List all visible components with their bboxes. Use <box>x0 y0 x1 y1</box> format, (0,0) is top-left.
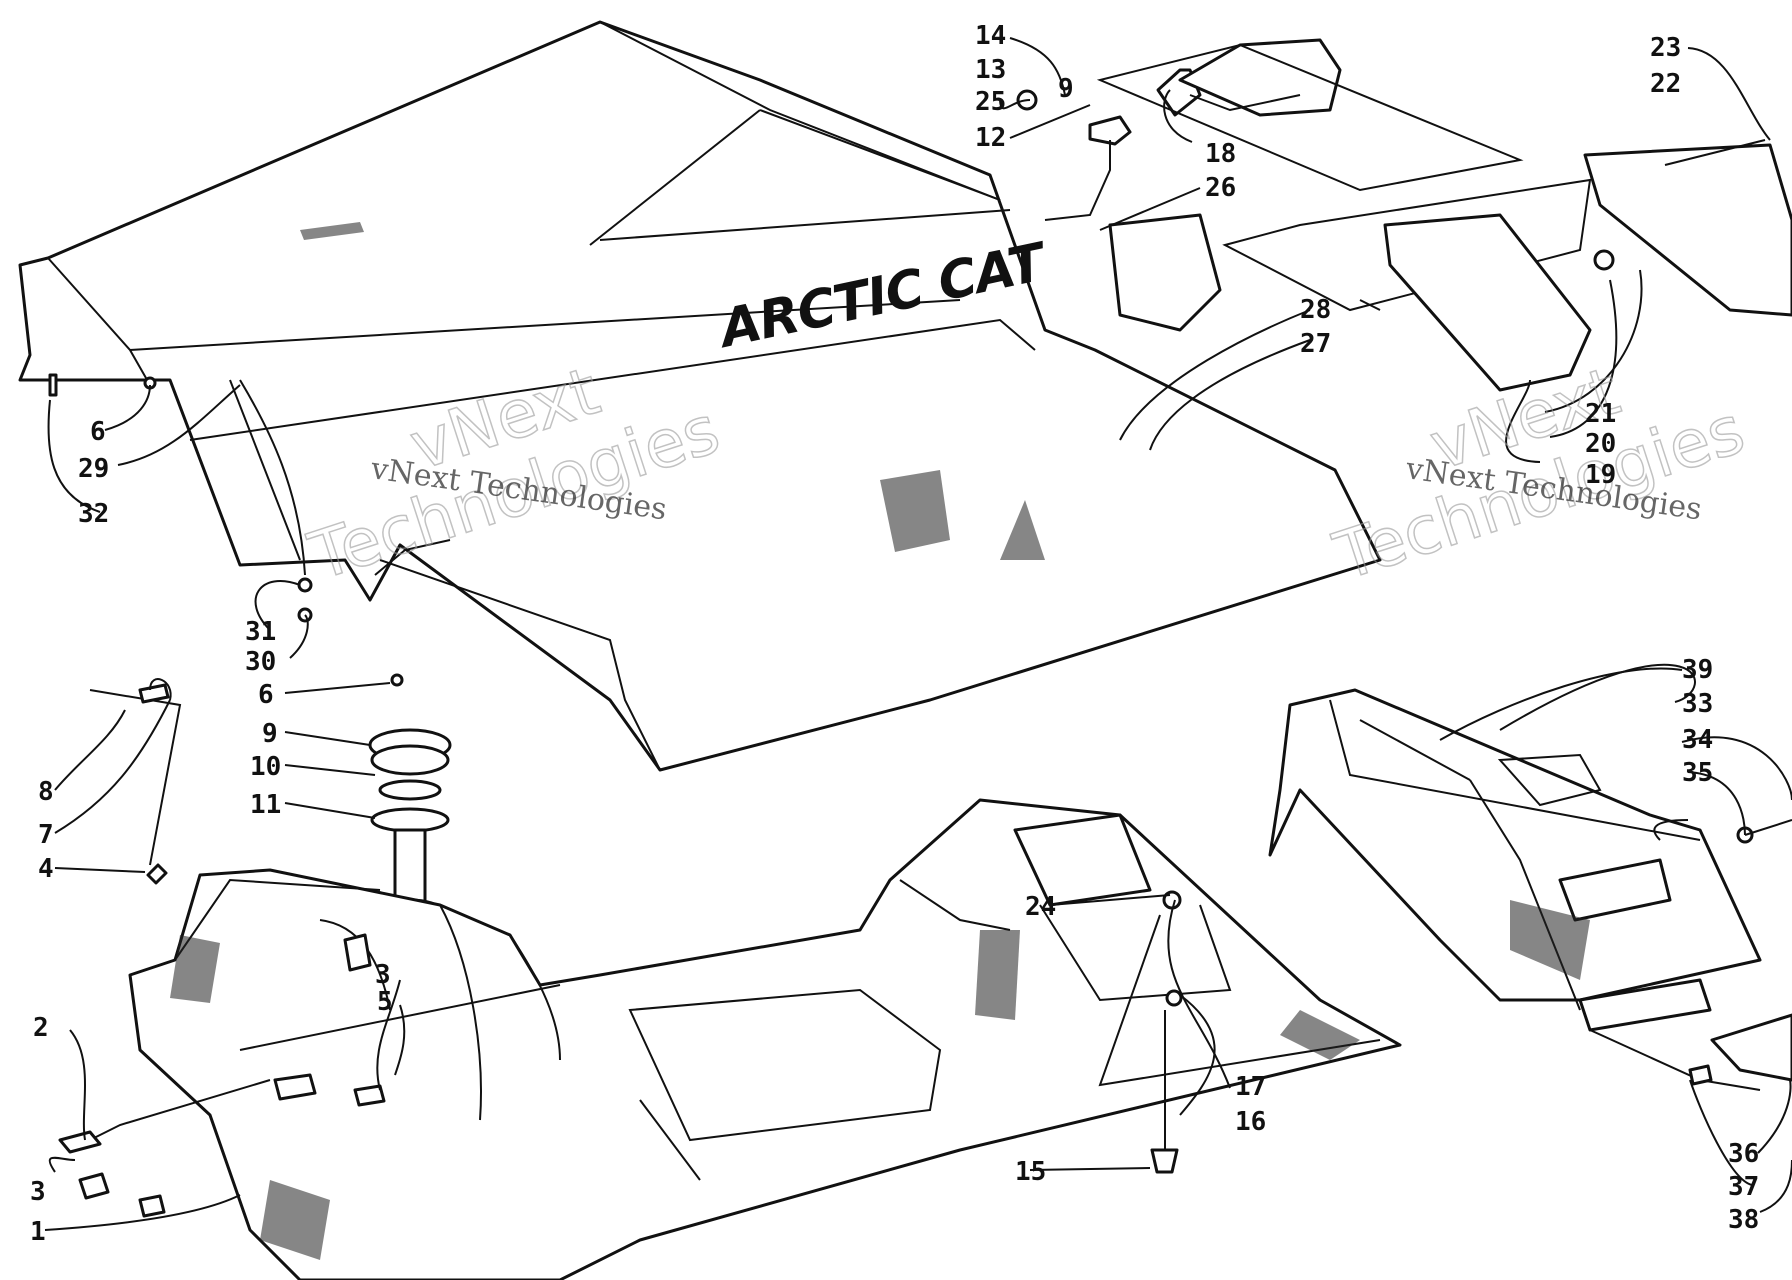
callout-19: 19 <box>1585 460 1616 490</box>
gas-cap-stack <box>368 728 452 922</box>
fuel-tank-base <box>58 678 1402 1280</box>
callout-28: 28 <box>1300 295 1331 325</box>
callout-7: 7 <box>38 820 54 850</box>
callout-16: 16 <box>1235 1107 1266 1137</box>
callout-31: 31 <box>245 617 276 647</box>
callout-23: 23 <box>1650 33 1681 63</box>
hardware-upper <box>1016 38 1792 392</box>
callout-27: 27 <box>1300 329 1331 359</box>
callout-29: 29 <box>78 454 109 484</box>
callout-20: 20 <box>1585 429 1616 459</box>
callout-13: 13 <box>975 55 1006 85</box>
rear-cover-assembly <box>1268 688 1792 1091</box>
callout-33: 33 <box>1682 689 1713 719</box>
callout-6b: 6 <box>258 680 274 710</box>
callout-37: 37 <box>1728 1172 1759 1202</box>
callout-38: 38 <box>1728 1205 1759 1235</box>
callout-labels: 1 2 3 3 4 5 6 6 7 8 9 9 10 11 12 13 14 1… <box>30 21 1759 1247</box>
callout-8: 8 <box>38 777 54 807</box>
callout-9b: 9 <box>1058 74 1074 104</box>
callout-15: 15 <box>1015 1157 1046 1187</box>
callout-12: 12 <box>975 123 1006 153</box>
callout-2: 2 <box>33 1013 49 1043</box>
callout-4: 4 <box>38 854 54 884</box>
callout-9: 9 <box>262 719 278 749</box>
callout-14: 14 <box>975 21 1006 51</box>
callout-36: 36 <box>1728 1139 1759 1169</box>
callout-35: 35 <box>1682 758 1713 788</box>
callout-5: 5 <box>377 987 393 1017</box>
callout-leaders <box>44 37 1792 1231</box>
callout-17: 17 <box>1235 1072 1266 1102</box>
callout-22: 22 <box>1650 69 1681 99</box>
callout-34: 34 <box>1682 725 1713 755</box>
callout-10: 10 <box>250 752 281 782</box>
callout-11: 11 <box>250 790 281 820</box>
callout-3: 3 <box>30 1177 46 1207</box>
watermark-right: vNext Technologies vNext Technologies <box>1324 352 1753 597</box>
callout-26: 26 <box>1205 173 1236 203</box>
seat-hood-assembly: ARCTIC CAT <box>18 20 1382 772</box>
callout-32: 32 <box>78 499 109 529</box>
callout-18: 18 <box>1205 139 1236 169</box>
callout-24: 24 <box>1025 892 1056 922</box>
callout-25: 25 <box>975 87 1006 117</box>
callout-1: 1 <box>30 1217 46 1247</box>
callout-21: 21 <box>1585 399 1616 429</box>
callout-6: 6 <box>90 417 106 447</box>
callout-39: 39 <box>1682 655 1713 685</box>
callout-30: 30 <box>245 647 276 677</box>
callout-3b: 3 <box>375 960 391 990</box>
